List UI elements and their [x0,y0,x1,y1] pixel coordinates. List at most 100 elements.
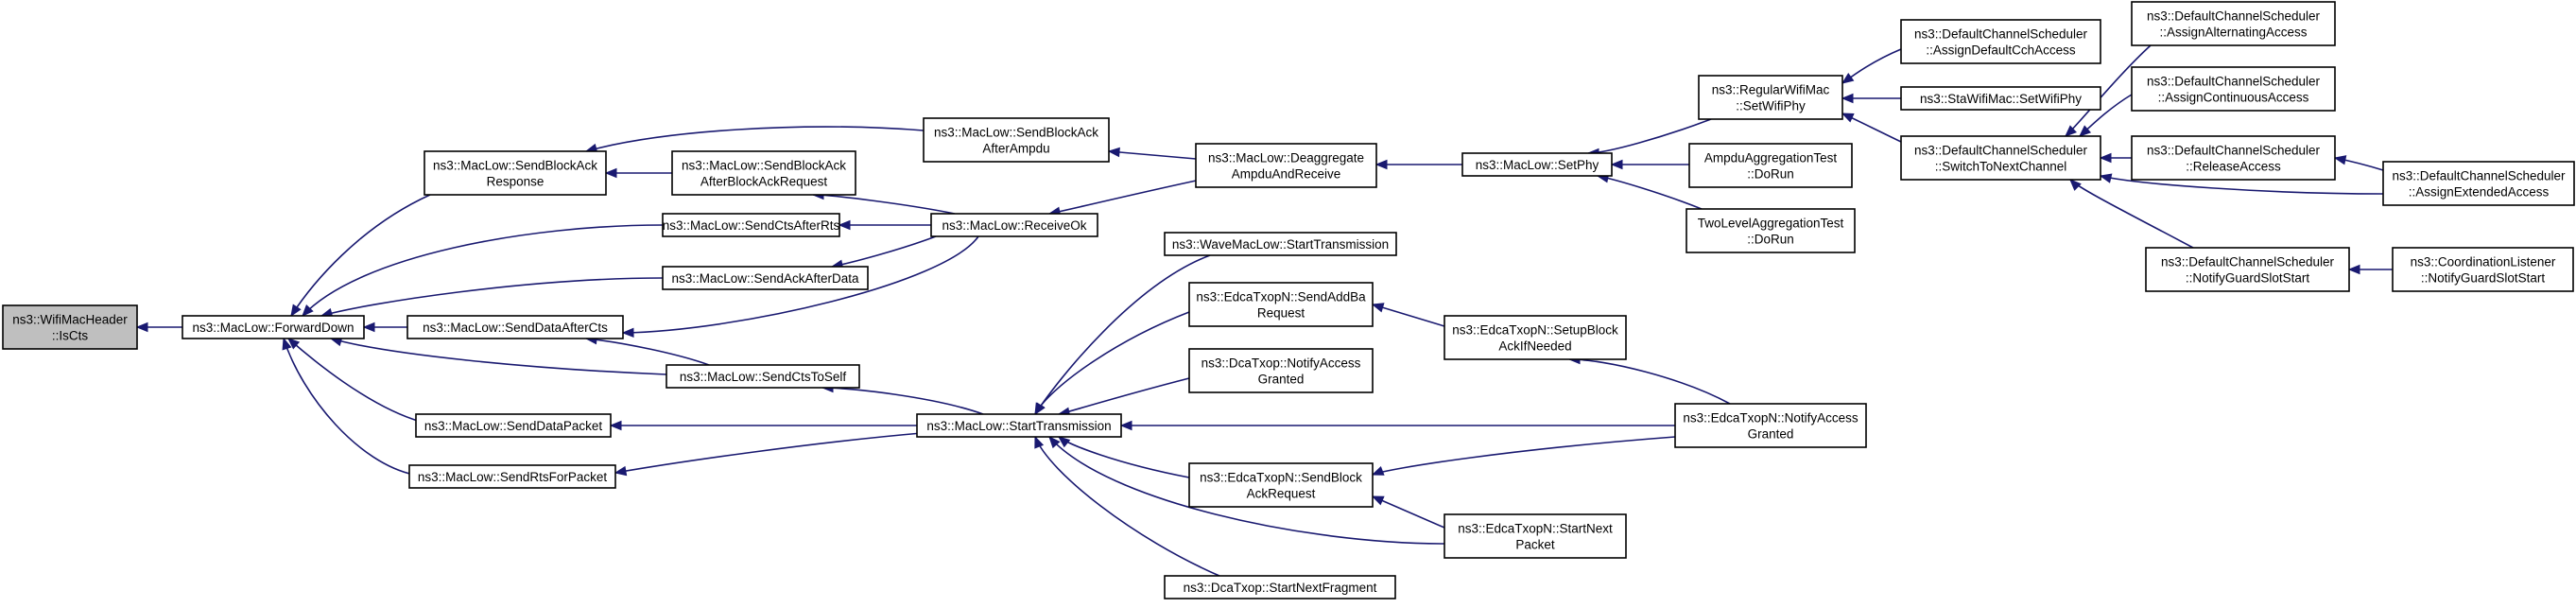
node-label: ns3::EdcaTxopN::NotifyAccess [1683,411,1859,426]
node-box [1188,462,1374,508]
node-box [424,150,607,196]
node-box [671,150,856,196]
edge-snp-to-sbreq [1371,495,1445,529]
node-label: ::AssignExtendedAccess [2409,185,2550,200]
node-alt[interactable]: ns3::DefaultChannelScheduler::AssignAlte… [2131,1,2336,46]
edge-start-to-srts [614,432,923,477]
edge-ampdutest-to-setphy [1610,159,1689,170]
node-label: ns3::DcaTxop::StartNextFragment [1184,581,1377,595]
node-adcch[interactable]: ns3::DefaultChannelScheduler::AssignDefa… [1900,19,2101,64]
node-label: ns3::WaveMacLow::StartTransmission [1172,237,1389,252]
node-switch[interactable]: ns3::DefaultChannelScheduler::SwitchToNe… [1900,135,2101,181]
edge-cont-to-switch [2079,94,2133,137]
node-sctsrts[interactable]: ns3::MacLow::SendCtsAfterRts [662,213,840,237]
edge-ngss-to-switch [2069,179,2194,249]
node-label: ns3::EdcaTxopN::SetupBlock [1452,323,1618,338]
node-box [1900,135,2101,181]
node-sdcts[interactable]: ns3::MacLow::SendDataAfterCts [406,315,624,339]
node-regwifi[interactable]: ns3::RegularWifiMac::SetWifiPhy [1698,75,1843,120]
node-label: ::AssignContinuousAccess [2158,91,2309,105]
node-setphy[interactable]: ns3::MacLow::SetPhy [1461,152,1613,177]
node-label: ns3::DefaultChannelScheduler [1914,144,2088,158]
node-label: ns3::DefaultChannelScheduler [2161,255,2335,269]
node-ampdutest[interactable]: AmpduAggregationTest::DoRun [1688,143,1853,188]
node-twolevel[interactable]: TwoLevelAggregationTest::DoRun [1686,208,1856,253]
node-label: ns3::MacLow::SendAckAfterData [671,271,859,286]
node-box [1444,315,1627,360]
edge-setup-to-addba [1371,303,1445,327]
node-label: AckRequest [1247,487,1316,501]
edge-recv-to-sdcts [621,235,979,339]
node-ext[interactable]: ns3::DefaultChannelScheduler::AssignExte… [2382,161,2575,206]
node-label: Packet [1515,538,1555,552]
edge-ext-to-rel [2333,155,2384,171]
node-box [1674,403,1867,448]
node-box [2131,66,2336,112]
node-fwd[interactable]: ns3::MacLow::ForwardDown [182,315,365,339]
node-label: ns3::MacLow::SetPhy [1476,158,1599,172]
node-label: ns3::MacLow::SendDataPacket [424,419,603,433]
edge-deagg-to-recv [1047,179,1202,217]
node-box [1188,348,1374,393]
node-root[interactable]: ns3::WifiMacHeader::IsCts [2,304,138,350]
node-srts[interactable]: ns3::MacLow::SendRtsForPacket [408,464,616,489]
node-label: ::ReleaseAccess [2186,160,2281,174]
node-label: Request [1257,306,1305,321]
node-sctsself[interactable]: ns3::MacLow::SendCtsToSelf [666,364,860,389]
node-box [2145,247,2350,292]
node-sbaabar[interactable]: ns3::MacLow::SendBlockAckAfterBlockAckRe… [671,150,856,196]
edge-ext-to-switch [2099,173,2384,195]
edge-sctsrts-to-fwd [302,224,664,317]
edge-switch-to-regwifi [1841,113,1902,143]
node-label: AfterBlockAckRequest [700,175,828,189]
node-coord[interactable]: ns3::CoordinationListener::NotifyGuardSl… [2392,247,2574,292]
node-box [662,266,869,290]
edges [135,44,2393,577]
edge-wave-to-start [1034,254,1211,416]
node-label: ns3::WifiMacHeader [12,313,128,327]
edge-edcana-to-start [1119,420,1675,431]
node-label: ns3::RegularWifiMac [1712,83,1830,97]
node-label: ns3::DefaultChannelScheduler [2392,169,2566,183]
edge-snp-to-start [1048,436,1445,545]
node-box [1188,282,1374,327]
node-label: ns3::EdcaTxopN::SendBlock [1200,471,1362,485]
node-wave[interactable]: ns3::WaveMacLow::StartTransmission [1164,232,1397,256]
node-label: AfterAmpdu [982,142,1049,156]
node-sackdata[interactable]: ns3::MacLow::SendAckAfterData [662,266,869,290]
edge-sbaampdu-to-sbar [584,126,925,154]
node-stawifi[interactable]: ns3::StaWifiMac::SetWifiPhy [1900,86,2101,111]
node-label: ns3::MacLow::Deaggregate [1208,151,1364,165]
node-box [1900,19,2101,64]
node-box [2131,1,2336,46]
node-label: ns3::MacLow::SendBlockAck [934,126,1098,140]
edge-sdcts-to-fwd [362,321,407,333]
node-label: ::SetWifiPhy [1736,99,1806,113]
edge-sackdata-to-fwd [320,277,664,318]
node-start[interactable]: ns3::MacLow::StartTransmission [916,413,1122,438]
edge-recv-to-sackdata [830,235,937,269]
node-ngss[interactable]: ns3::DefaultChannelScheduler::NotifyGuar… [2145,247,2350,292]
edge-edcana-to-setup [1567,354,1731,405]
node-box [1444,513,1627,559]
node-cont[interactable]: ns3::DefaultChannelScheduler::AssignCont… [2131,66,2336,112]
edge-fwd-to-root [135,321,182,333]
node-box [1688,143,1853,188]
node-recv[interactable]: ns3::MacLow::ReceiveOk [930,213,1098,237]
node-dcanext[interactable]: ns3::DcaTxop::StartNextFragment [1164,575,1396,599]
node-box [2,304,138,350]
edge-addba-to-start [1034,311,1190,416]
node-rel[interactable]: ns3::DefaultChannelScheduler::ReleaseAcc… [2131,135,2336,181]
node-sdpkt[interactable]: ns3::MacLow::SendDataPacket [415,413,612,438]
node-box [182,315,365,339]
